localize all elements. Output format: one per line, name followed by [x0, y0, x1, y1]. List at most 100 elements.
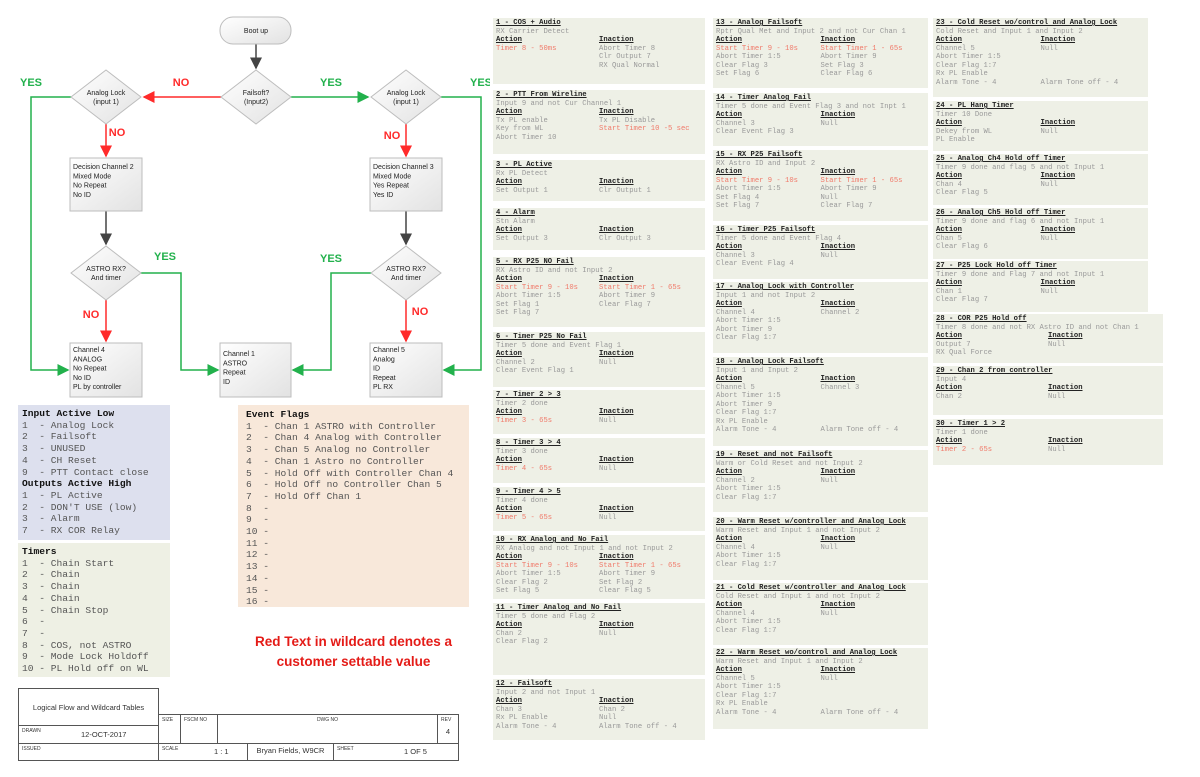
action-item: Clear Flag 1:7 [716, 493, 777, 502]
inaction-header: Inaction [599, 178, 702, 187]
inaction-item: Null [1048, 445, 1066, 454]
inaction-item [821, 485, 926, 494]
wildcard-condition: Stn Alarm [496, 217, 535, 226]
wildcard-box: 20 - Warm Reset w/controller and Analog … [713, 517, 928, 580]
inaction-label: Inaction [820, 601, 856, 609]
wildcard-condition: Input 2 and not Input 1 [496, 688, 596, 697]
decision-ch3-label: Decision Channel 3 [373, 164, 434, 171]
author: Bryan Fields, W9CR [256, 746, 325, 755]
issued-label: ISSUED [22, 746, 41, 752]
wildcard-header-row: Action Inaction [496, 36, 702, 45]
inaction-label: Inaction [599, 408, 634, 416]
action-label: Action [936, 226, 962, 234]
inaction-header: Inaction [821, 36, 926, 45]
inaction-item: Null [1040, 234, 1058, 243]
channel4-label: Channel 4 [73, 347, 105, 354]
settable-action: Start Timer 9 - 10s [496, 283, 578, 292]
wildcard-title: 29 - Chan 2 from controller [936, 367, 1160, 376]
action-label: Action [936, 437, 962, 445]
no-branch-label: NO [412, 306, 429, 318]
legend-item: 8 - [246, 502, 270, 514]
wildcard-title-text: 21 - Cold Reset w/controller and Analog … [716, 584, 906, 592]
action-header: Action [496, 275, 599, 284]
inaction-item: Null [820, 543, 838, 552]
action-item: Set Flag 6 [716, 70, 760, 78]
legend-item: 1 - PL Active [22, 489, 103, 501]
wildcard-row: Clear Flag 7 [936, 296, 1145, 305]
inaction-item: Null [1040, 287, 1058, 296]
inaction-label: Inaction [820, 36, 856, 44]
action-item: Alarm Tone - 4 [716, 426, 777, 434]
channel-1-box [219, 342, 292, 398]
wildcard-condition: Warm or Cold Reset and not Input 2 [716, 459, 863, 468]
wildcard-title: 5 - RX P25 NO Fail [496, 258, 702, 267]
inaction-header: Inaction [1041, 36, 1146, 45]
action-label: Action [496, 36, 522, 44]
wildcard-condition: Input 1 and Input 2 [716, 366, 798, 375]
outputs-title: Outputs Active High [22, 478, 132, 490]
settable-inaction: Start Timer 1 - 65s [599, 283, 681, 292]
action-item: Chan 2 [496, 629, 522, 638]
wildcard-condition: Timer 10 Done [936, 110, 993, 119]
legend-item: 13 - [246, 561, 270, 573]
wildcard-condition: Cold Reset and Input 1 and not Input 2 [716, 592, 880, 601]
action-item: Set Flag 7 [716, 202, 760, 210]
action-item: Abort Timer 1:5 [716, 392, 781, 400]
action-item: Clear Flag 7 [936, 296, 988, 304]
inaction-header: Inaction [821, 468, 926, 477]
inaction-label: Inaction [599, 36, 634, 44]
scale-label: SCALE [162, 746, 179, 752]
legend-item: 3 - Chain [22, 581, 80, 593]
inaction-item [821, 627, 926, 636]
inaction-header: Inaction [599, 553, 702, 562]
legend-item: 2 - DON'T USE (low) [22, 501, 138, 513]
action-item: Channel 2 [716, 476, 755, 485]
inaction-item [1041, 296, 1146, 305]
inaction-item: Null [599, 714, 617, 722]
action-item: Chan 3 [496, 705, 522, 714]
note-line: Red Text in wildcard denotes a [254, 634, 453, 649]
inputs-title: Input Active Low [22, 408, 115, 419]
inaction-item [1041, 62, 1146, 71]
issued-cell: ISSUED [18, 743, 159, 761]
legend-item: 6 - [22, 616, 46, 628]
action-header: Action [496, 108, 599, 117]
inaction-item: Abort Timer 9 [820, 185, 877, 193]
analog-lock-right-label: (input 1) [393, 99, 419, 106]
legend-item: 2 - Chan 4 Analog with Controller [246, 432, 442, 444]
wildcard-title: 16 - Timer P25 Failsoft [716, 226, 925, 235]
action-item: Set Flag 7 [496, 309, 540, 317]
inaction-header: Inaction [599, 408, 702, 417]
inaction-item: Null [599, 629, 617, 638]
no-branch-label: NO [173, 77, 190, 89]
inaction-item: Set Flag 2 [599, 578, 643, 587]
inaction-item: Null [599, 513, 617, 522]
decision-ch3-label: Mixed Mode [373, 173, 411, 180]
legend-item: 15 - [246, 584, 270, 596]
wildcard-condition: Timer 3 done [496, 447, 548, 456]
inaction-header: Inaction [821, 111, 926, 120]
inaction-label: Inaction [820, 468, 856, 476]
action-item: PL Enable [936, 136, 975, 144]
inaction-item: Clr Output 7 [599, 53, 651, 61]
wildcard-condition: Timer 5 done and Flag 2 [496, 612, 596, 621]
yes-branch-label: YES [20, 77, 42, 89]
action-header: Action [496, 36, 599, 45]
action-item: Rx PL Enable [716, 700, 768, 708]
